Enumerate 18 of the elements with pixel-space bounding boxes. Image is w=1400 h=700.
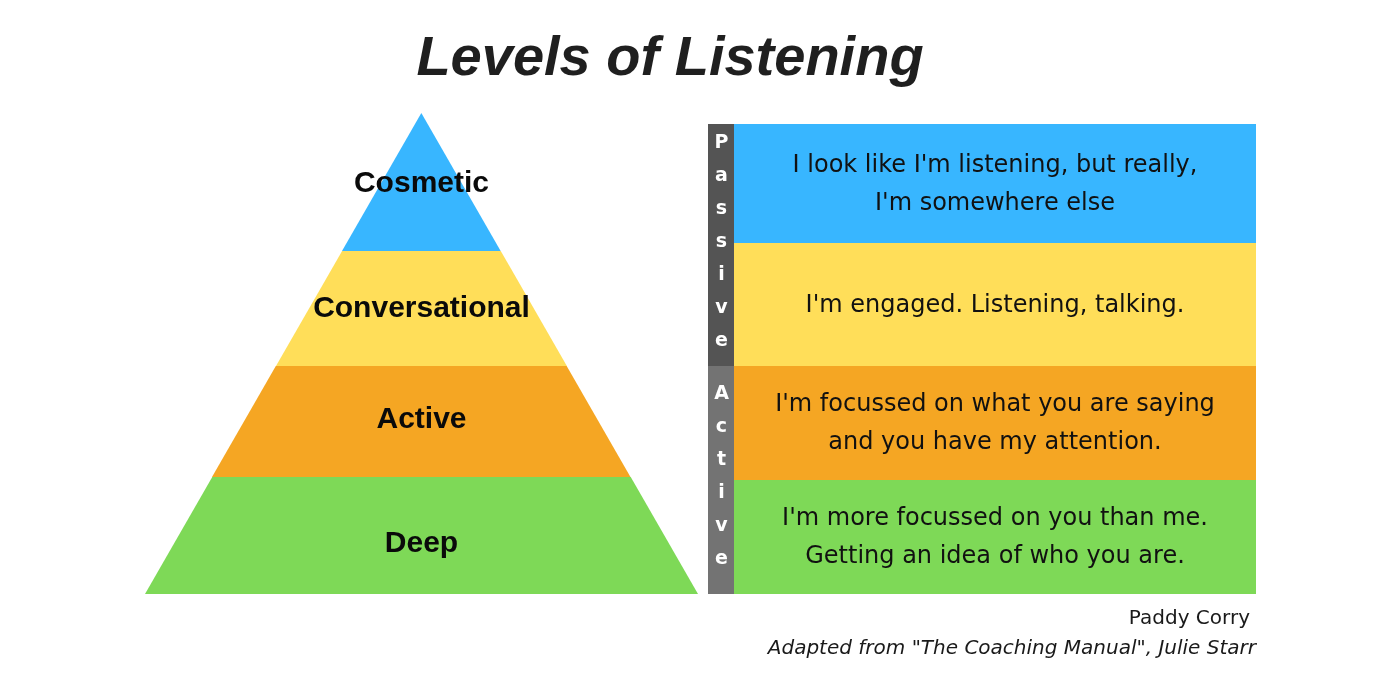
title: Levels of Listening xyxy=(415,23,925,89)
description-text: I'm more focussed on you than me. Getting an idea of who you are. xyxy=(781,502,1209,571)
level-label: Deep xyxy=(384,524,459,559)
description-text: I'm focussed on what you are saying and you have my attention. xyxy=(774,388,1216,457)
source-note: Adapted from "The Coaching Manual", Julie Starr xyxy=(767,634,1256,660)
category-label: Active xyxy=(711,381,731,579)
description-text: I'm engaged. Listening, talking. xyxy=(805,288,1185,320)
description-row xyxy=(734,366,1256,480)
category-label: Passive xyxy=(711,129,731,361)
description-row xyxy=(734,243,1256,366)
level-label: Conversational xyxy=(313,289,530,324)
category-bar xyxy=(708,124,734,366)
description-text: I look like I'm listening, but really, I'm somewhere else xyxy=(791,148,1199,218)
description-row xyxy=(734,480,1256,594)
category-bar xyxy=(708,366,734,594)
description-row xyxy=(734,124,1256,243)
level-label: Active xyxy=(376,400,467,435)
credit-text: Paddy Corry xyxy=(1128,604,1250,630)
